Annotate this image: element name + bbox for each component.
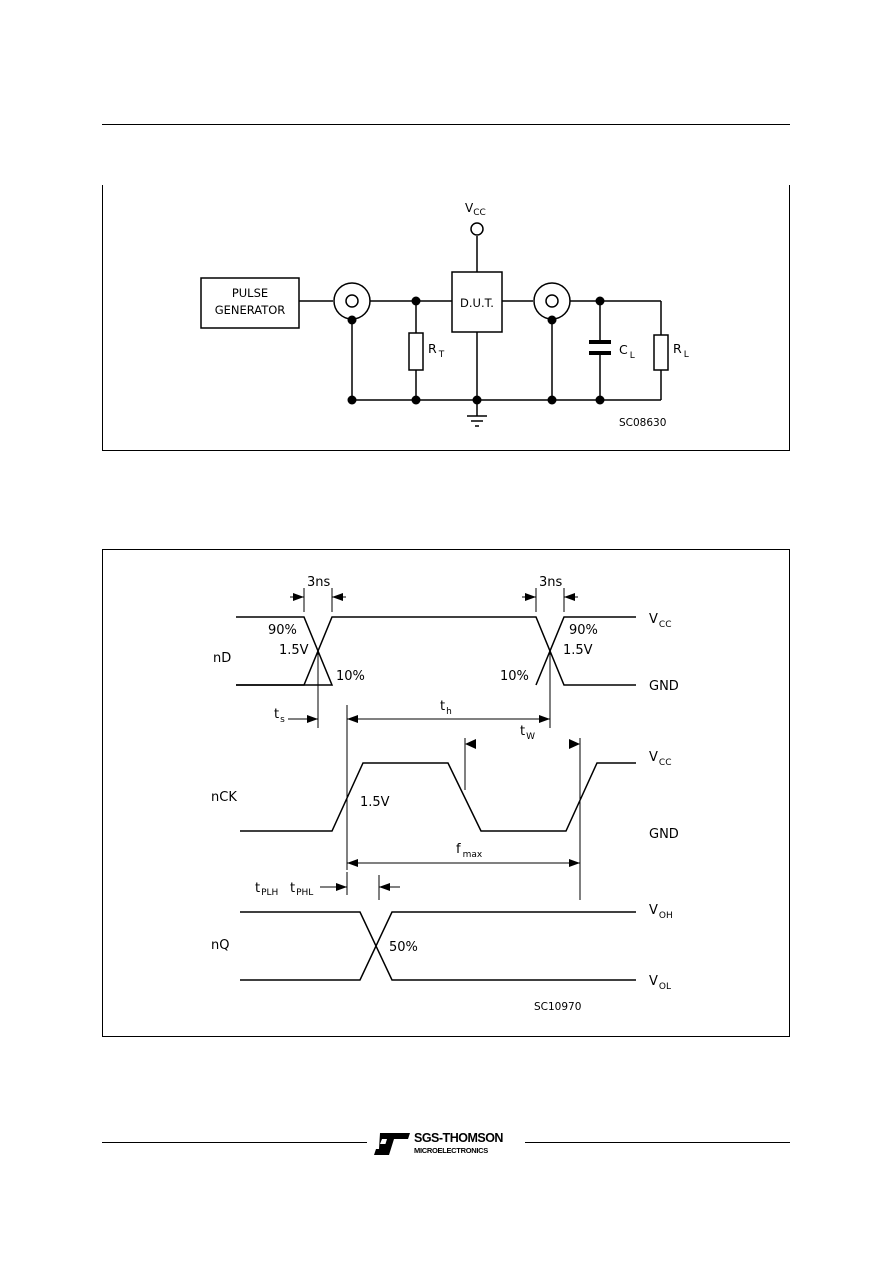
circuit-code: SC08630 bbox=[619, 417, 666, 429]
footer-rule-left bbox=[102, 1142, 367, 1143]
th-label: th bbox=[440, 699, 452, 717]
pct10-left: 10% bbox=[336, 669, 365, 684]
nck-waveform bbox=[240, 762, 636, 832]
waveform-code: SC10970 bbox=[534, 1001, 581, 1013]
pct10-right: 10% bbox=[500, 669, 529, 684]
pct90-left: 90% bbox=[268, 623, 297, 638]
pulse-generator-label: PULSE bbox=[232, 286, 268, 300]
voh-rail: VOH bbox=[649, 903, 673, 921]
pct50-label: 50% bbox=[389, 940, 418, 955]
ns3-label-right: 3ns bbox=[539, 575, 563, 590]
capacitor-cl bbox=[589, 340, 611, 344]
junction-dots bbox=[347, 296, 605, 405]
footer-rule-right bbox=[525, 1142, 790, 1143]
waveform-frame bbox=[102, 549, 790, 1037]
v15-right: 1.5V bbox=[563, 643, 593, 658]
gnd-rail-2: GND bbox=[649, 827, 679, 842]
vcc-label: VCC bbox=[465, 201, 486, 218]
pulse-generator-box bbox=[200, 277, 300, 329]
tw-label: tW bbox=[520, 724, 535, 742]
gnd-rail-1: GND bbox=[649, 679, 679, 694]
svg-text:GENERATOR: GENERATOR bbox=[215, 303, 286, 317]
vcc-rail-1: VCC bbox=[649, 612, 671, 630]
vcc-terminal bbox=[470, 222, 484, 236]
nq-label: nQ bbox=[211, 938, 229, 953]
ts-label: ts bbox=[274, 707, 285, 725]
dut-label: D.U.T. bbox=[460, 296, 494, 310]
st-logo-icon bbox=[374, 1133, 410, 1155]
tphl-label: tPHL bbox=[290, 881, 313, 898]
nd-label: nD bbox=[213, 651, 231, 666]
vcc-rail-2: VCC bbox=[649, 750, 671, 768]
test-circuit-frame bbox=[102, 185, 790, 451]
vol-rail: VOL bbox=[649, 974, 671, 992]
footer-sub: MICROELECTRONICS bbox=[414, 1146, 488, 1155]
nck-label: nCK bbox=[211, 790, 237, 805]
v15-nck: 1.5V bbox=[360, 795, 390, 810]
footer-brand: SGS-THOMSON bbox=[414, 1131, 503, 1145]
nq-waveform bbox=[240, 911, 636, 981]
header-rule bbox=[102, 124, 790, 125]
tplh-label: tPLH bbox=[255, 881, 278, 898]
v15-left: 1.5V bbox=[279, 643, 309, 658]
footer-logo: SGS-THOMSON MICROELECTRONICS bbox=[372, 1131, 520, 1157]
pct90-right: 90% bbox=[569, 623, 598, 638]
ns3-label-left: 3ns bbox=[307, 575, 331, 590]
